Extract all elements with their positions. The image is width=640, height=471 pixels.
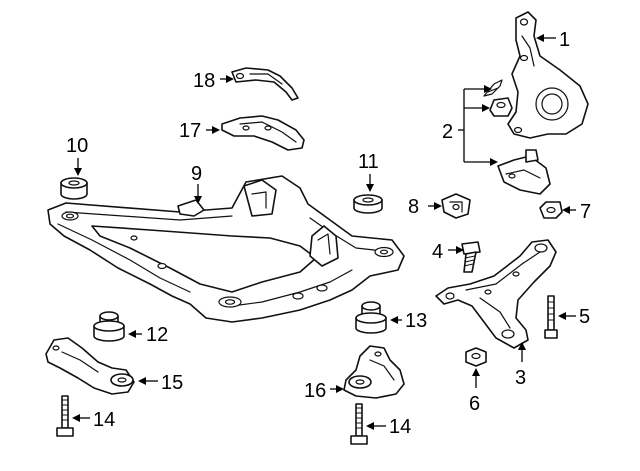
mount-bracket-15-part xyxy=(45,337,135,395)
crossmember-part xyxy=(47,175,405,323)
arrowhead-18 xyxy=(226,75,234,83)
callout-14-right: 14 xyxy=(389,416,411,438)
callout-5: 5 xyxy=(579,306,590,328)
bushing-11-part xyxy=(353,194,383,214)
arrowhead-5 xyxy=(558,312,566,320)
callout-4: 4 xyxy=(432,241,443,263)
arrowhead-2a xyxy=(484,85,492,93)
callout-1: 1 xyxy=(559,29,570,51)
callout-2: 2 xyxy=(442,121,453,143)
arrowhead-16 xyxy=(336,385,344,393)
callout-8: 8 xyxy=(408,196,419,218)
bolt-14-left-part xyxy=(56,395,74,437)
callout-7: 7 xyxy=(580,201,591,223)
arrowhead-15 xyxy=(138,377,146,385)
bushing-13-part xyxy=(355,301,387,334)
bushing-12-part xyxy=(93,311,125,342)
arrowhead-12 xyxy=(128,330,136,338)
arrowhead-8 xyxy=(434,202,442,210)
callout-6: 6 xyxy=(469,393,480,415)
leader-lines xyxy=(72,34,576,430)
leader-2 xyxy=(463,88,492,163)
lower-control-arm-part xyxy=(435,239,557,349)
callout-11: 11 xyxy=(358,151,379,173)
callout-9: 9 xyxy=(191,163,202,185)
bolt-5-part xyxy=(544,295,558,339)
arrowhead-1 xyxy=(536,34,544,42)
callout-13: 13 xyxy=(405,310,427,332)
callout-18: 18 xyxy=(193,70,215,92)
arrowhead-9 xyxy=(194,196,202,204)
bushing-10-part xyxy=(60,177,88,200)
bracket-8-part xyxy=(441,193,471,219)
arrowhead-13 xyxy=(390,316,398,324)
callout-3: 3 xyxy=(515,367,526,389)
callout-15: 15 xyxy=(161,372,183,394)
callout-17: 17 xyxy=(179,120,201,142)
arrowhead-17 xyxy=(212,126,220,134)
arrowhead-4 xyxy=(456,246,464,254)
arrowhead-11 xyxy=(366,184,374,192)
nut-6-part xyxy=(465,347,487,367)
callout-12: 12 xyxy=(146,324,168,346)
bolt-4-part xyxy=(461,241,481,273)
callout-10: 10 xyxy=(66,135,88,157)
arrowhead-14b xyxy=(366,422,374,430)
bracket-17-part xyxy=(221,115,305,151)
callout-14-left: 14 xyxy=(93,409,115,431)
callout-labels: 1 2 3 4 5 6 7 8 9 10 11 12 13 14 14 15 1… xyxy=(66,29,591,438)
bushing-7-part xyxy=(539,201,563,219)
arrowhead-2b xyxy=(482,104,490,112)
brace-18-part xyxy=(231,67,299,101)
arrowhead-3 xyxy=(518,342,526,350)
steering-knuckle-part xyxy=(507,11,589,139)
arrowhead-7 xyxy=(562,206,570,214)
callout-16: 16 xyxy=(304,380,326,402)
mount-bracket-16-part xyxy=(343,345,405,399)
arrowhead-10 xyxy=(74,168,82,176)
arrowhead-14a xyxy=(72,414,80,422)
bolt-14-right-part xyxy=(350,403,368,445)
arrowhead-2c xyxy=(490,158,498,166)
arrowhead-6 xyxy=(472,368,480,376)
ball-joint-part xyxy=(483,79,551,195)
